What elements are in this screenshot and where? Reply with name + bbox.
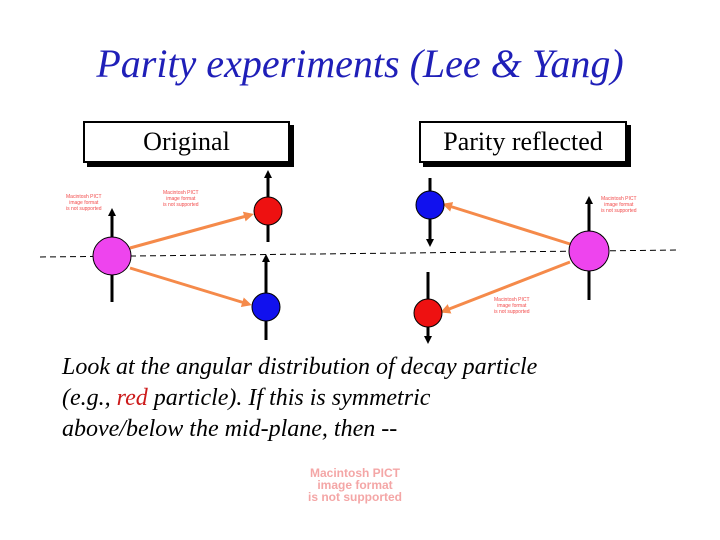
parent-particle-original bbox=[92, 236, 132, 276]
caption-line: (e.g., red particle). If this is symmetr… bbox=[62, 385, 431, 411]
pict-placeholder-small: Macintosh PICT image format is not suppo… bbox=[66, 194, 102, 212]
caption-text: Look at the angular distribution of deca… bbox=[62, 352, 662, 445]
red-particle-reflected bbox=[413, 298, 443, 328]
blue-particle-original bbox=[251, 292, 281, 322]
pict-placeholder-large: Macintosh PICT image format is not suppo… bbox=[308, 466, 402, 504]
page-title: Parity experiments (Lee & Yang) bbox=[96, 41, 624, 86]
parent-particle-reflected bbox=[568, 230, 610, 272]
decay-arrow-lower-original bbox=[129, 266, 252, 308]
pict-placeholder-small: Macintosh PICT image format is not suppo… bbox=[494, 297, 530, 315]
pict-placeholder-small: Macintosh PICT image format is not suppo… bbox=[163, 190, 199, 208]
decay-arrow-lower-reflected bbox=[440, 260, 571, 314]
decay-arrow-upper-reflected bbox=[442, 202, 571, 246]
red-highlight: red bbox=[116, 385, 148, 411]
label-parity-reflected: Parity reflected bbox=[419, 121, 627, 163]
decay-arrow-upper-original bbox=[129, 211, 254, 250]
red-particle-original bbox=[253, 196, 283, 226]
pict-placeholder-small: Macintosh PICT image format is not suppo… bbox=[601, 196, 637, 214]
label-original: Original bbox=[83, 121, 290, 163]
caption-line: above/below the mid-plane, then -- bbox=[62, 416, 398, 442]
caption-line: Look at the angular distribution of deca… bbox=[62, 354, 538, 380]
blue-particle-reflected bbox=[415, 190, 445, 220]
